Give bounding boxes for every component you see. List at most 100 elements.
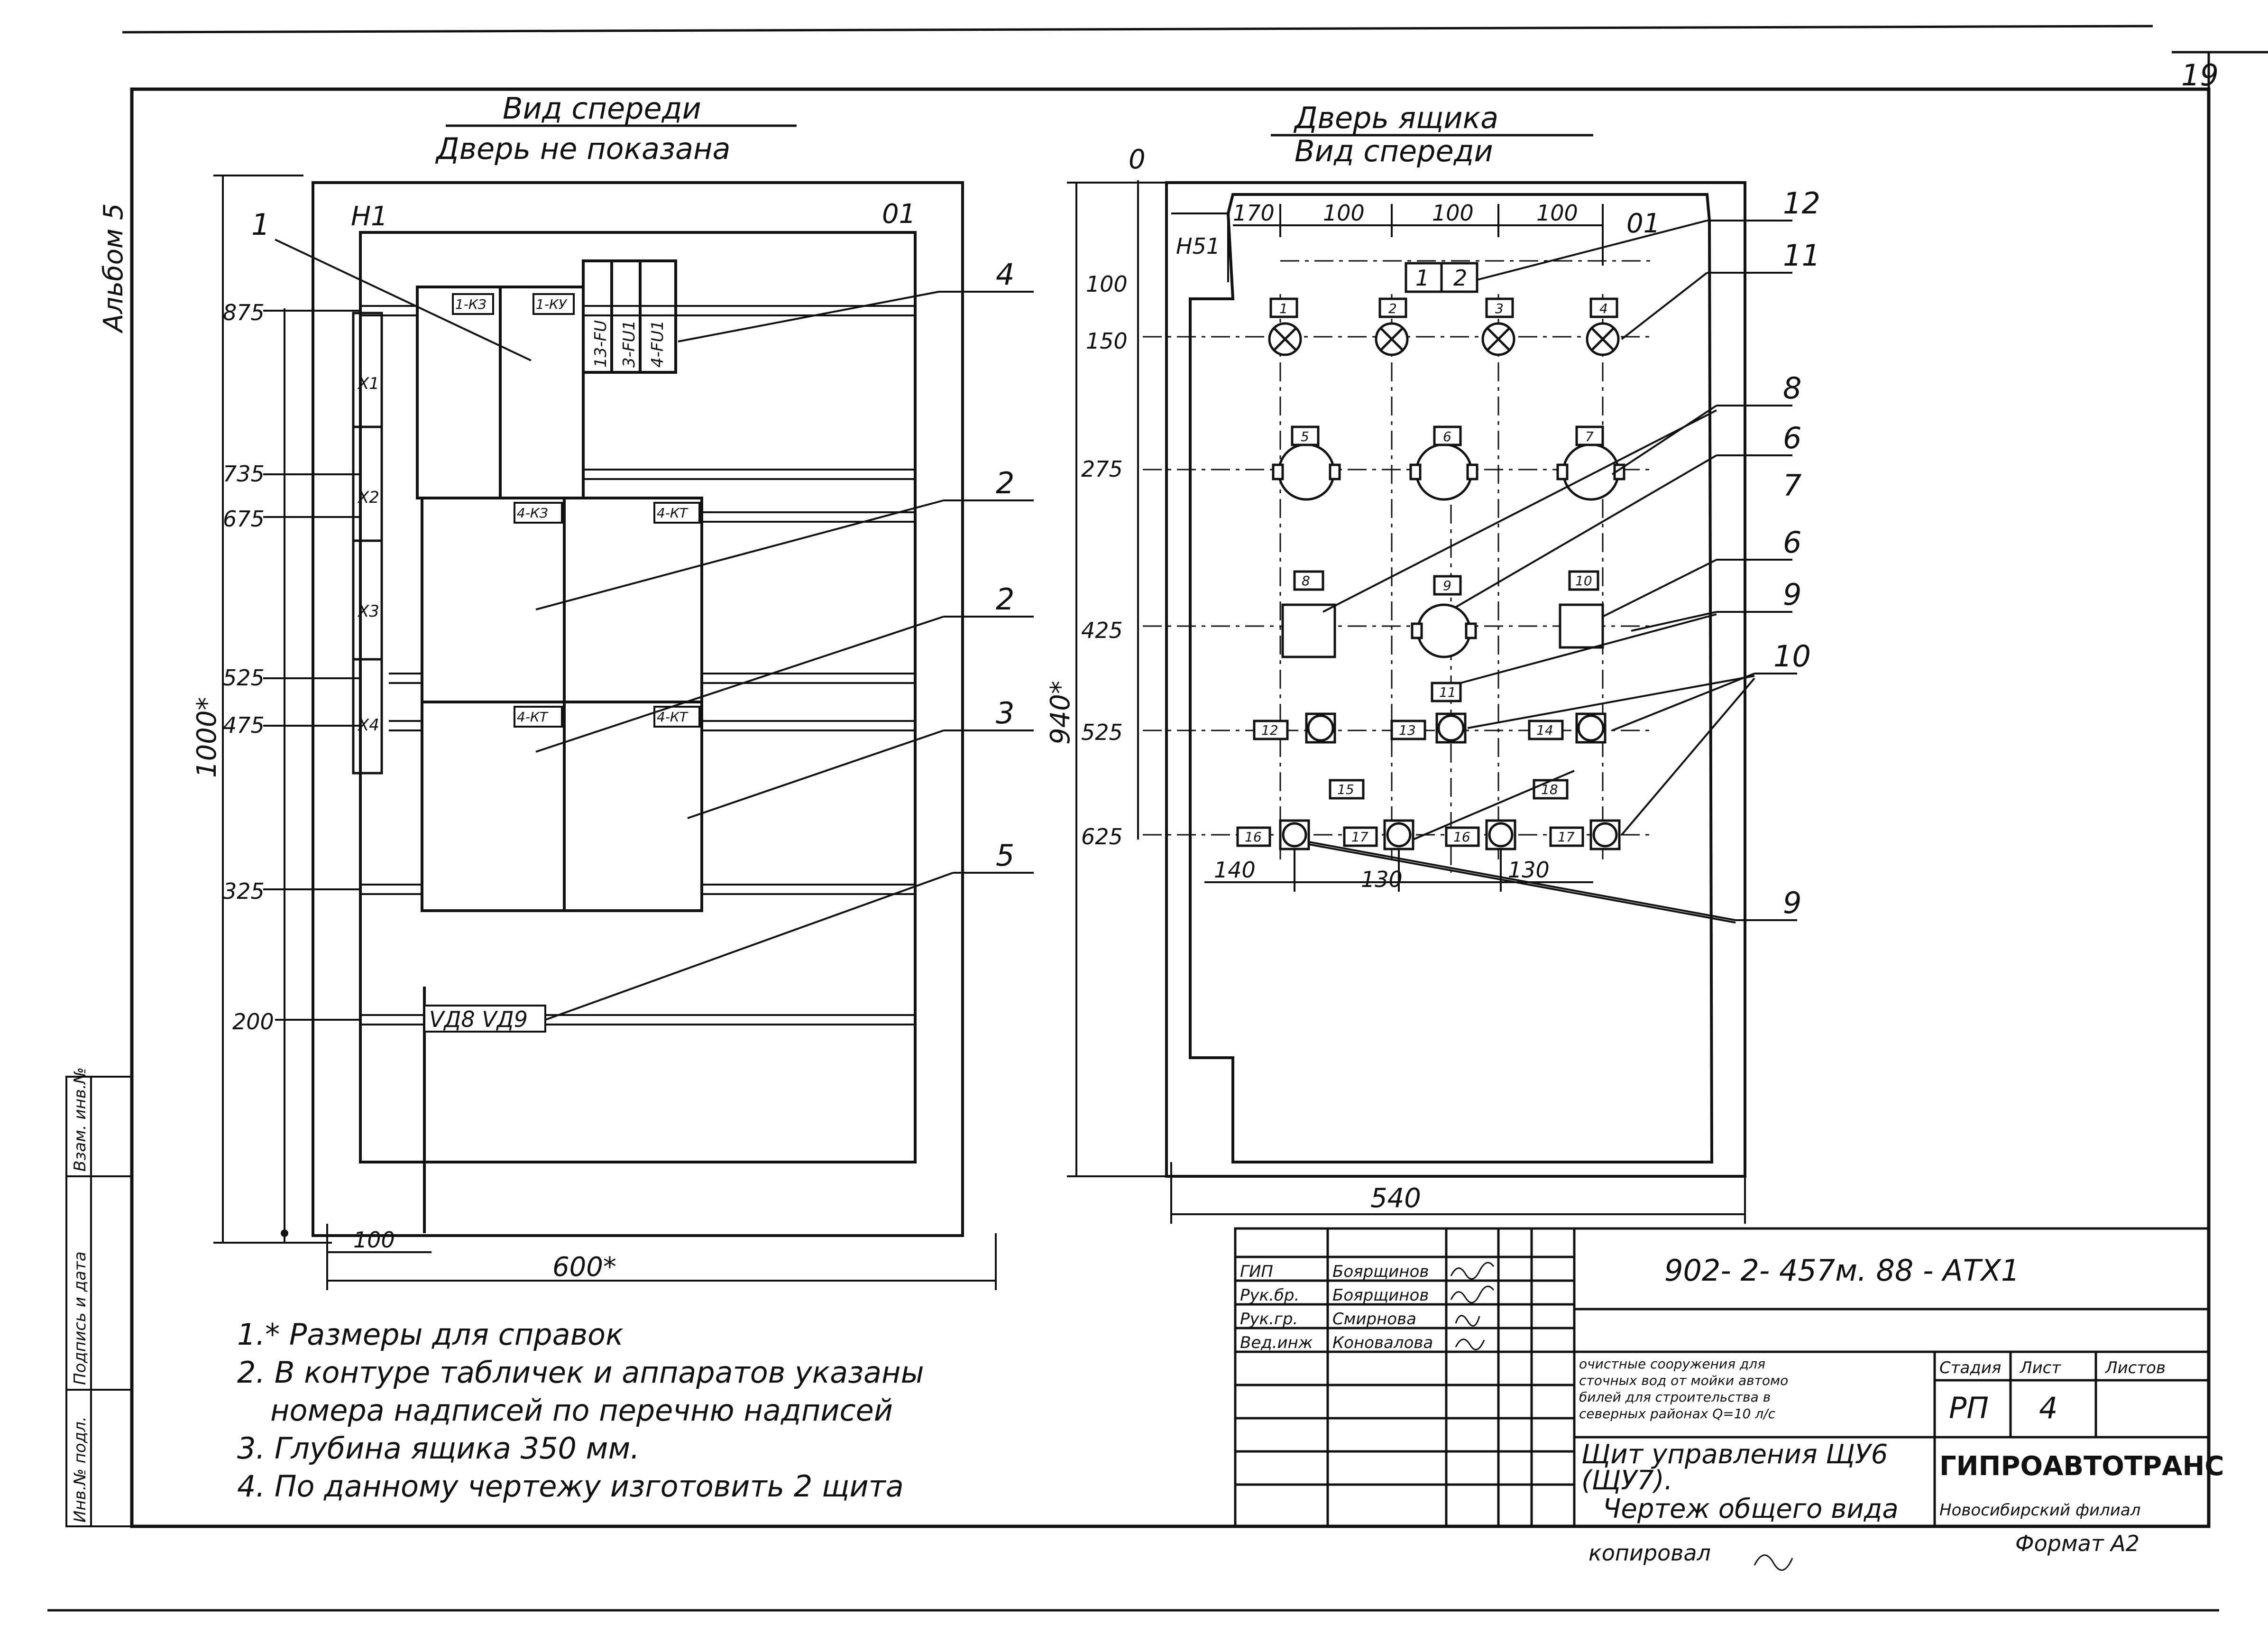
drawing-title-1: Щит управления ЩУ6 [1581,1439,1888,1470]
name-2: Боярщинов [1332,1286,1429,1305]
lamp-tag-4: 4 [1599,301,1608,316]
row625-tag-16a: 16 [1245,829,1262,845]
door-callout-10: 10 [1773,639,1811,674]
door-callout-12: 12 [1783,186,1820,221]
door-callout-9b: 9 [1783,886,1801,920]
front-corner-right: 01 [882,199,916,230]
door-dim-170: 170 [1233,200,1275,226]
door-callout-7: 7 [1783,468,1801,503]
org-name: ГИПРОАВТОТРАНС [1939,1451,2224,1482]
sheet-value: 4 [2039,1391,2057,1425]
terminal-strip [352,312,383,775]
tag-4k3: 4-КЗ [517,505,548,521]
album-label: Альбом 5 [98,203,129,333]
door-callout-6a: 6 [1783,421,1801,455]
terminal-x2: Х2 [357,488,379,507]
door-callout-6b: 6 [1783,525,1801,560]
door-gauges [1272,425,1625,658]
stage-value: РП [1949,1391,1989,1425]
row625-tag-17a: 17 [1351,829,1368,845]
tag-1ku: 1-КУ [536,296,568,312]
front-view-subtitle: Дверь не показана [435,131,731,166]
front-corner-left: Н1 [351,201,388,232]
plate-1: 1 [1415,265,1429,291]
tag-4kt-b: 4-КТ [517,709,549,725]
note-3: 3. Глубина ящика 350 мм. [237,1431,640,1466]
tag-4kt-c: 4-КТ [657,709,689,725]
tag-4kt-a: 4-КТ [657,505,689,521]
row625-tag-17b: 17 [1558,829,1575,845]
format-label: Формат А2 [2015,1531,2139,1556]
tag-1k3: 1-КЗ [455,296,487,312]
door-level-150: 150 [1086,328,1128,354]
drawing-title-2: (ЩУ7). [1581,1465,1673,1496]
front-devices [416,259,703,1233]
fuse-13fu: 13-FU [591,320,610,368]
door-callout-8: 8 [1783,371,1801,406]
callout-4: 4 [996,257,1014,292]
gauge-tag-6: 6 [1443,429,1451,444]
role-gip: ГИП [1240,1262,1273,1281]
doc-code: 902- 2- 457м. 88 - АТХ1 [1664,1253,2020,1288]
sheets-label: Листов [2104,1358,2166,1377]
plate-2: 2 [1453,265,1467,291]
door-level-100: 100 [1086,271,1128,297]
project-line-4: северных районах Q=10 л/с [1579,1406,1776,1422]
mid-tag-9: 9 [1443,578,1451,593]
lamp-tag-3: 3 [1495,301,1504,316]
level-525: 525 [223,665,265,691]
terminal-x1: Х1 [357,374,379,393]
level-475: 475 [223,712,265,738]
door-overall-width: 540 [1370,1183,1421,1214]
sheet-label: Лист [2019,1358,2061,1377]
side-stamp [65,1076,133,1527]
door-overall-height: 940* [1045,681,1076,745]
stamp-inv-number: Инв.№ подл. [71,1416,90,1523]
name-3: Смирнова [1332,1310,1416,1329]
front-rail-offset: 100 [353,1227,395,1253]
project-line-1: очистные сооружения для [1579,1356,1765,1372]
misc-tag-11: 11 [1439,684,1456,700]
front-overall-height: 1000* [192,697,222,778]
level-325: 325 [223,878,265,904]
row525-tag-14: 14 [1536,722,1553,738]
sheet-frame [47,25,2268,1612]
mid-tag-8: 8 [1302,573,1310,589]
role-ved-inzh: Вед.инж [1240,1333,1313,1352]
signal-lamps [1268,297,1620,356]
door-level-525: 525 [1081,720,1123,745]
gauge-tag-7: 7 [1585,429,1594,444]
door-level-425: 425 [1081,618,1123,643]
door-origin: 0 [1129,144,1146,175]
terminal-x4: Х4 [357,716,379,735]
tag-vd8-vd9: VД8 VД9 [429,1006,528,1032]
door-switches [1281,570,1604,702]
level-200: 200 [232,1009,274,1034]
org-branch: Новосибирский филиал [1939,1501,2140,1520]
stamp-signature-date: Подпись и дата [71,1251,90,1385]
note-2: 2. В контуре табличек и аппаратов указан… [237,1355,924,1390]
lamp-tag-1: 1 [1279,301,1288,316]
copied-by: копировал [1589,1540,1711,1566]
note-4: 4. По данному чертежу изготовить 2 щита [237,1469,904,1504]
front-view-title: Вид спереди [503,91,701,126]
signatures [1450,1262,1793,1571]
notes: 1.* Размеры для справок 2. В контуре таб… [237,1317,924,1504]
door-dim-100c: 100 [1536,200,1578,226]
door-bottom-dim-130b: 130 [1508,857,1550,883]
callout-2b: 2 [996,582,1014,617]
lamp-tag-2: 2 [1388,301,1397,316]
callout-5: 5 [996,838,1014,873]
row625-tag-16b: 16 [1453,829,1470,845]
row525-tag-13: 13 [1399,722,1416,738]
row525-tag-12: 12 [1261,722,1278,738]
door-view: Дверь ящика Вид спереди 0 940* 540 Н51 0… [1045,101,1820,1224]
door-level-275: 275 [1081,456,1123,482]
note-1: 1.* Размеры для справок [237,1317,624,1352]
door-callout-11: 11 [1783,238,1820,273]
project-line-2: сточных вод от мойки автомо [1579,1373,1788,1388]
fuse-3fu1: 3-FU1 [620,320,639,368]
door-buttons-625 [1236,819,1621,850]
door-buttons-525 [1253,712,1607,800]
